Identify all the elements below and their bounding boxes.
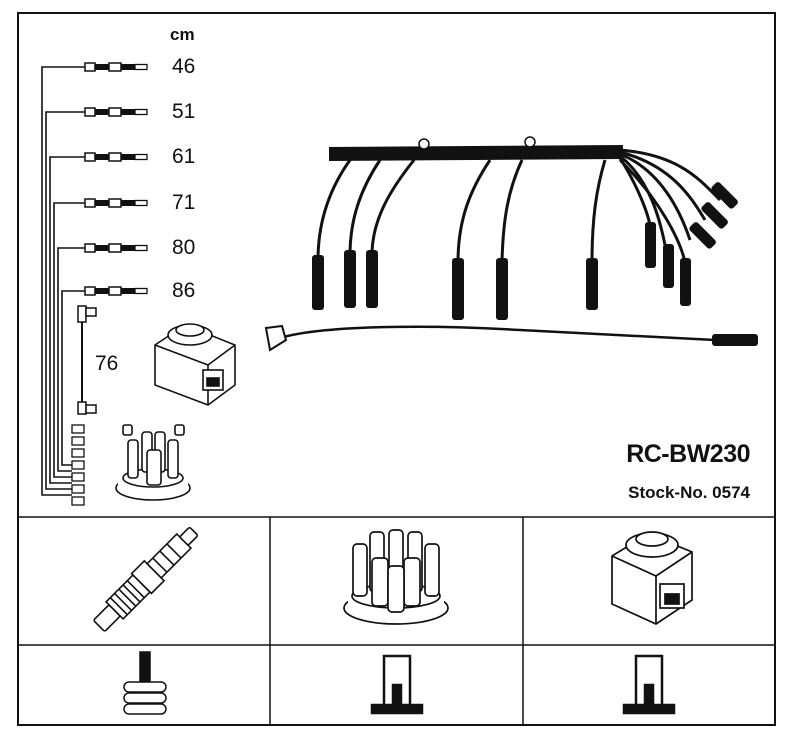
cable-set-list bbox=[41, 66, 85, 496]
cable-length-2: 51 bbox=[172, 100, 196, 123]
spark-plug-connector-icon bbox=[123, 651, 167, 715]
coil-connector-icon bbox=[622, 654, 676, 715]
coil-lead-length: 76 bbox=[95, 352, 119, 375]
outer-border bbox=[17, 12, 776, 726]
distributor-cap-icon-small bbox=[115, 424, 191, 501]
cable-length-4: 71 bbox=[172, 191, 196, 214]
cable-boot-ends bbox=[84, 62, 148, 296]
unit-label: cm bbox=[170, 25, 195, 44]
cable-length-5: 80 bbox=[172, 236, 196, 259]
cable-length-6: 86 bbox=[172, 279, 196, 302]
product-code: RC-BW230 bbox=[626, 440, 750, 468]
distributor-cap-icon bbox=[343, 529, 449, 625]
cable-length-1: 46 bbox=[172, 55, 196, 78]
distributor-connector-icon bbox=[370, 654, 424, 715]
distributor-terminals bbox=[71, 424, 85, 506]
harness-boots bbox=[264, 182, 758, 352]
coil-icon-small bbox=[154, 323, 236, 406]
ignition-harness bbox=[279, 136, 722, 342]
cable-length-3: 61 bbox=[172, 145, 196, 168]
ignition-coil-icon bbox=[611, 531, 693, 625]
spark-plug-icon bbox=[93, 526, 199, 632]
stock-number: Stock-No. 0574 bbox=[628, 483, 750, 502]
coil-lead bbox=[77, 305, 97, 415]
